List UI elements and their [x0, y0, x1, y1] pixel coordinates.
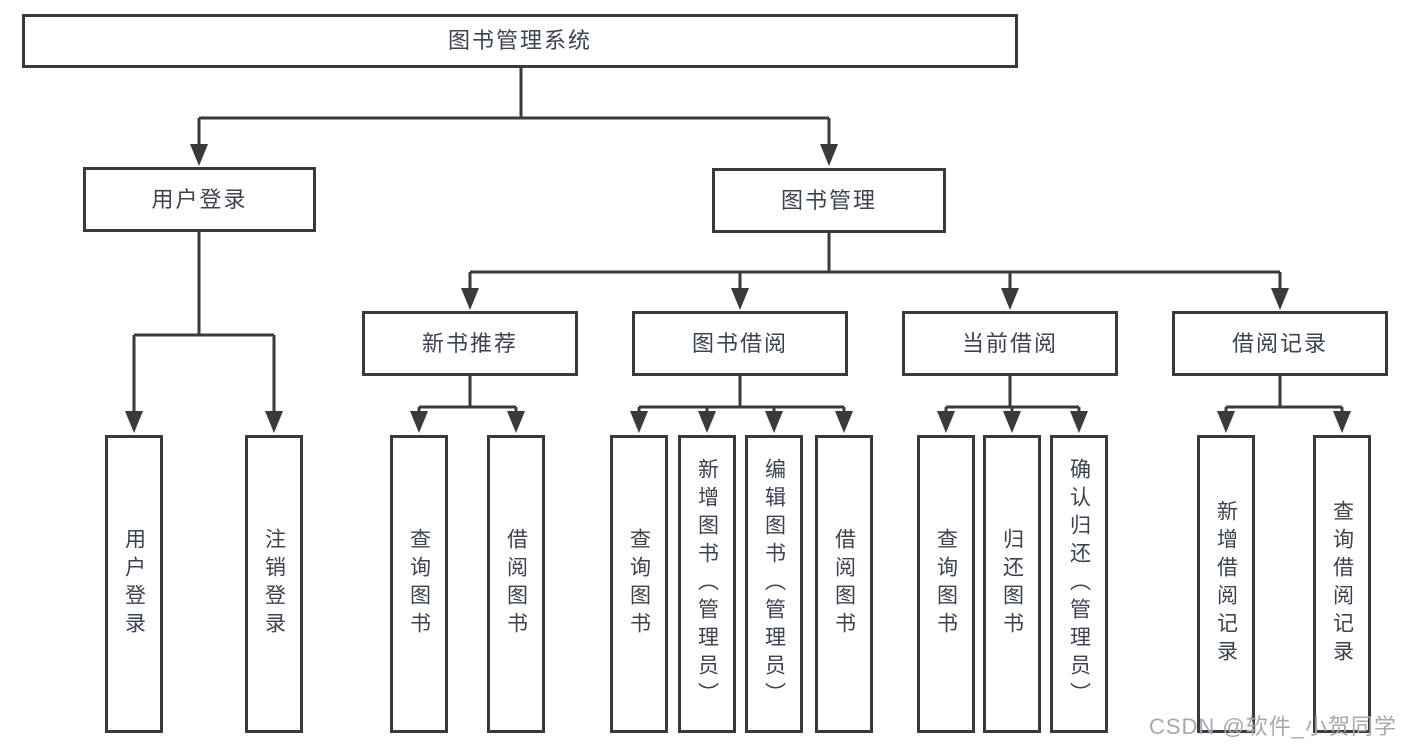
leaf-current-query-books-label: 查询图书 [934, 528, 958, 640]
node-user-login: 用户登录 [83, 167, 316, 232]
node-book-borrowing: 图书借阅 [632, 311, 848, 376]
leaf-current-return-books: 归还图书 [983, 435, 1041, 733]
node-library-system-label: 图书管理系统 [447, 28, 592, 53]
leaf-current-confirm-return-admin-label: 确认归还（管理员） [1067, 458, 1091, 710]
leaf-borrowing-add-books-admin-label: 新增图书（管理员） [695, 458, 719, 710]
csdn-watermark: CSDN @软件_小贺同学 [1148, 714, 1397, 739]
node-book-management-label: 图书管理 [780, 187, 877, 213]
leaf-borrowing-borrow-books: 借阅图书 [815, 435, 873, 733]
leaf-borrowing-query-books: 查询图书 [610, 435, 668, 733]
leaf-records-query-record: 查询借阅记录 [1313, 435, 1371, 733]
leaf-user-login-label: 用户登录 [122, 528, 146, 640]
leaf-current-query-books: 查询图书 [917, 435, 975, 733]
leaf-current-confirm-return-admin: 确认归还（管理员） [1050, 435, 1108, 733]
leaf-recommend-borrow-books: 借阅图书 [487, 435, 545, 733]
leaf-recommend-query-books: 查询图书 [390, 435, 448, 733]
leaf-borrowing-borrow-books-label: 借阅图书 [832, 528, 856, 640]
node-current-borrowing: 当前借阅 [902, 311, 1118, 376]
leaf-records-query-record-label: 查询借阅记录 [1330, 500, 1354, 668]
leaf-borrowing-edit-books-admin: 编辑图书（管理员） [745, 435, 803, 733]
leaf-logout: 注销登录 [245, 435, 303, 733]
leaf-recommend-query-books-label: 查询图书 [407, 528, 431, 640]
leaf-borrowing-add-books-admin: 新增图书（管理员） [678, 435, 736, 733]
node-book-management: 图书管理 [712, 168, 946, 233]
leaf-user-login: 用户登录 [105, 435, 163, 733]
node-new-book-recommend-label: 新书推荐 [421, 330, 518, 356]
leaf-recommend-borrow-books-label: 借阅图书 [504, 528, 528, 640]
node-borrowing-records-label: 借阅记录 [1231, 330, 1328, 356]
node-library-system: 图书管理系统 [22, 14, 1018, 68]
leaf-current-return-books-label: 归还图书 [1000, 528, 1024, 640]
node-borrowing-records: 借阅记录 [1172, 311, 1388, 376]
leaf-records-add-record-label: 新增借阅记录 [1214, 500, 1238, 668]
leaf-borrowing-query-books-label: 查询图书 [627, 528, 651, 640]
arrowheads [125, 144, 1351, 433]
leaf-records-add-record: 新增借阅记录 [1197, 435, 1255, 733]
node-user-login-label: 用户登录 [151, 186, 248, 212]
leaf-borrowing-edit-books-admin-label: 编辑图书（管理员） [762, 458, 786, 710]
node-book-borrowing-label: 图书借阅 [691, 330, 788, 356]
node-current-borrowing-label: 当前借阅 [961, 330, 1058, 356]
leaf-logout-label: 注销登录 [262, 528, 286, 640]
node-new-book-recommend: 新书推荐 [362, 311, 578, 376]
